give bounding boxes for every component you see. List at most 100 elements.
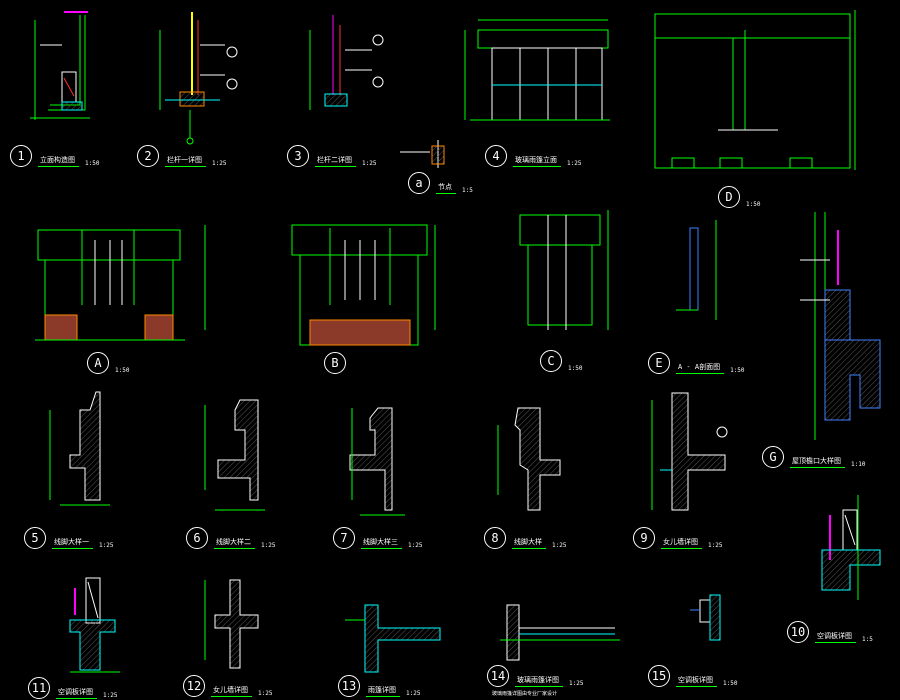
detail-title: 栏杆一详图 [165, 155, 206, 167]
detail-scale: 1:25 [261, 542, 276, 549]
detail-tag-7: 7 线脚大样三 1:25 [333, 527, 422, 549]
detail-tag-a: a 节点 1:5 [408, 172, 473, 194]
detail-title: 栏杆二详图 [315, 155, 356, 167]
detail-id: E [648, 352, 670, 374]
detail-id: A [87, 352, 109, 374]
detail-12-drawing [204, 579, 259, 669]
detail-title: 屋顶檐口大样图 [790, 456, 845, 468]
detail-5-drawing [49, 391, 110, 506]
detail-scale: 1:50 [730, 367, 745, 374]
detail-id: 1 [10, 145, 32, 167]
detail-title: 线脚大样三 [361, 537, 402, 549]
detail-title: 女儿墙详图 [211, 685, 252, 697]
detail-id: 7 [333, 527, 355, 549]
detail-scale: 1:25 [567, 160, 582, 167]
detail-title: 玻璃雨篷立面 [513, 155, 561, 167]
detail-id: 8 [484, 527, 506, 549]
detail-13-drawing [345, 604, 441, 673]
detail-id: G [762, 446, 784, 468]
detail-tag-12: 12 女儿墙详图 1:25 [183, 675, 272, 697]
detail-title: 女儿墙详图 [661, 537, 702, 549]
detail-scale: 1:25 [708, 542, 723, 549]
detail-scale: 1:50 [115, 367, 130, 374]
detail-tag-6: 6 线脚大样二 1:25 [186, 527, 275, 549]
detail-title: 玻璃雨篷详图 [515, 675, 563, 687]
detail-11-drawing [69, 577, 120, 673]
detail-3-drawing [309, 15, 384, 110]
detail-9-drawing [651, 392, 728, 511]
detail-id: 3 [287, 145, 309, 167]
detail-tag-e: E A - A剖面图 1:50 [648, 352, 745, 374]
detail-id: 10 [787, 621, 809, 643]
detail-title: 线脚大样 [512, 537, 546, 549]
detail-scale: 1:25 [103, 692, 118, 699]
detail-scale: 1:25 [212, 160, 227, 167]
detail-title: 雨篷详图 [366, 685, 400, 697]
detail-tag-2: 2 栏杆一详图 1:25 [137, 145, 226, 167]
detail-id: C [540, 350, 562, 372]
detail-title: 空调板详图 [676, 675, 717, 687]
detail-tag-8: 8 线脚大样 1:25 [484, 527, 566, 549]
detail-id: D [718, 186, 740, 208]
detail-g-drawing [800, 212, 881, 440]
detail-id: 13 [338, 675, 360, 697]
detail-tag-15: 15 空调板详图 1:50 [648, 665, 737, 687]
detail-tag-a-elev: A 1:50 [87, 352, 129, 374]
detail-tag-9: 9 女儿墙详图 1:25 [633, 527, 722, 549]
detail-10-drawing [821, 495, 881, 600]
elevation-c-drawing [519, 210, 609, 330]
detail-scale: 1:50 [568, 365, 583, 372]
detail-tag-4: 4 玻璃雨篷立面 1:25 [485, 145, 581, 167]
elevation-b-drawing [291, 224, 436, 346]
detail-tag-b-elev: B [324, 352, 346, 374]
detail-tag-11: 11 空调板详图 1:25 [28, 677, 117, 699]
detail-tag-3: 3 栏杆二详图 1:25 [287, 145, 376, 167]
detail-14-drawing [500, 604, 620, 661]
detail-tag-13: 13 雨篷详图 1:25 [338, 675, 420, 697]
detail-id: 4 [485, 145, 507, 167]
section-e-drawing [676, 220, 717, 320]
detail-scale: 1:25 [258, 690, 273, 697]
detail-id: 6 [186, 527, 208, 549]
detail-tag-1: 1 立面构造图 1:50 [10, 145, 99, 167]
detail-6-drawing [204, 399, 265, 511]
detail-scale: 1:5 [862, 636, 873, 643]
detail-title: 线脚大样二 [214, 537, 255, 549]
detail-2-drawing [159, 12, 238, 145]
detail-scale: 1:25 [552, 542, 567, 549]
detail-tag-c-elev: C 1:50 [540, 350, 582, 372]
detail-scale: 1:50 [746, 201, 761, 208]
detail-tag-d: D 1:50 [718, 186, 760, 208]
detail-scale: 1:25 [569, 680, 584, 687]
detail-tag-5: 5 线脚大样一 1:25 [24, 527, 113, 549]
detail-id: 14 [487, 665, 509, 687]
detail-title: 节点 [436, 182, 456, 194]
detail-scale: 1:25 [362, 160, 377, 167]
detail-id: 9 [633, 527, 655, 549]
detail-title: A - A剖面图 [676, 362, 725, 374]
detail-id: 15 [648, 665, 670, 687]
detail-a-drawing [400, 140, 445, 168]
detail-8-drawing [497, 407, 561, 511]
detail-d-drawing [654, 10, 856, 170]
detail-title: 线脚大样一 [52, 537, 93, 549]
detail-14-note: 玻璃雨篷详图由专业厂家设计 [492, 691, 558, 697]
detail-tag-10: 10 空调板详图 1:5 [787, 621, 873, 643]
detail-id: a [408, 172, 430, 194]
detail-scale: 1:50 [723, 680, 738, 687]
detail-15-drawing [690, 594, 721, 641]
detail-1-drawing [30, 11, 90, 120]
detail-scale: 1:25 [99, 542, 114, 549]
detail-id: B [324, 352, 346, 374]
detail-id: 5 [24, 527, 46, 549]
detail-title: 空调板详图 [815, 631, 856, 643]
elevation-a-drawing [35, 225, 206, 341]
detail-id: 2 [137, 145, 159, 167]
detail-scale: 1:25 [408, 542, 423, 549]
detail-scale: 1:10 [851, 461, 866, 468]
detail-4-drawing [464, 19, 610, 121]
detail-id: 12 [183, 675, 205, 697]
detail-scale: 1:5 [462, 187, 473, 194]
detail-tag-g: G 屋顶檐口大样图 1:10 [762, 446, 865, 468]
